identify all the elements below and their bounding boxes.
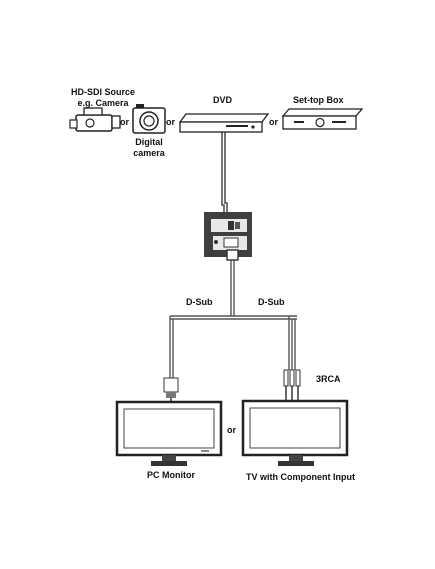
dvd-cable: [221, 132, 228, 220]
dvd-label: DVD: [213, 95, 233, 105]
digital-camera-icon: [132, 104, 166, 134]
settop-label: Set-top Box: [293, 95, 344, 105]
rca-plugs: [283, 369, 301, 401]
pc-monitor-icon: [115, 400, 223, 466]
hdsdi-line2: e.g. Camera: [77, 98, 129, 108]
tv-icon: [241, 399, 349, 466]
output-cable: [169, 249, 297, 378]
settop-box-icon: [281, 108, 364, 130]
digital-line2: camera: [133, 148, 165, 158]
or-label-displays: or: [227, 425, 236, 435]
digital-line1: Digital: [135, 137, 163, 147]
dsub-right-label: D-Sub: [258, 297, 285, 307]
dsub-left-label: D-Sub: [186, 297, 213, 307]
dsub-plug: [163, 377, 179, 402]
pc-monitor-label: PC Monitor: [147, 470, 195, 480]
dvd-player-icon: [178, 113, 270, 133]
or-label-3: or: [269, 117, 278, 127]
tv-label: TV with Component Input: [246, 472, 355, 482]
or-label-1: or: [120, 117, 129, 127]
or-label-2: or: [166, 117, 175, 127]
converter-box: [204, 212, 252, 257]
camcorder-icon: [69, 107, 121, 132]
rca-label: 3RCA: [316, 374, 341, 384]
hdsdi-line1: HD-SDI Source: [70, 87, 135, 97]
digital-camera-label: Digital camera: [130, 137, 168, 159]
hdsdi-source-label: HD-SDI Source e.g. Camera: [68, 87, 138, 109]
